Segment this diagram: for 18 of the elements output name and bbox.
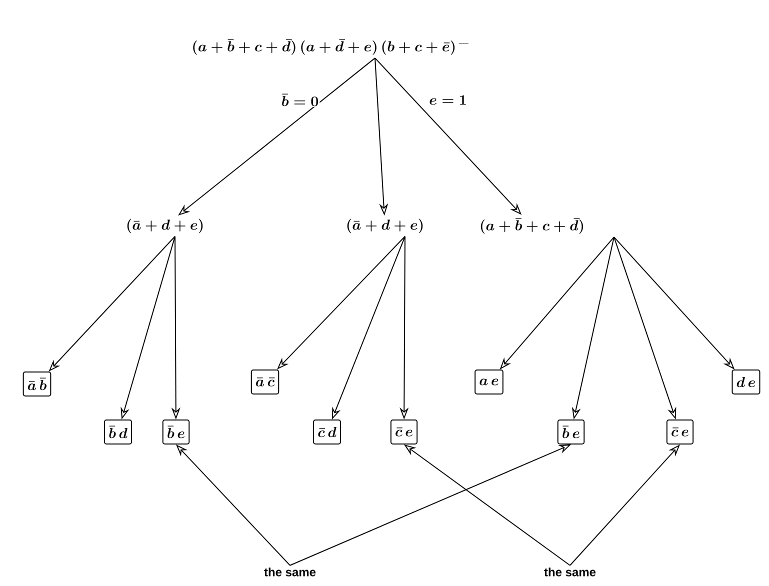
formula-text: $(\bar{a} + d + e)$	[127, 218, 203, 234]
edge-label: $\bar{b} = 0$	[280, 92, 320, 108]
term-box: $\bar{c}\,e$	[666, 420, 694, 444]
note-text: the same	[264, 568, 316, 576]
formula-text: $(\bar{a} + d + e)$	[347, 218, 423, 234]
formula-text: $(a + \bar{b} + c + \bar{d})\,(a + \bar{d} + e)\,(b + c + \bar{e})\,\overline{\phantom{x}}$	[193, 38, 468, 55]
term-box: $\bar{c}\,e$	[390, 420, 418, 444]
formula-text: $(a + \bar{b} + c + \bar{d})$	[480, 218, 584, 234]
term-box: $\bar{b}\,e$	[162, 420, 190, 444]
term-box: $\bar{b}\,e$	[557, 420, 585, 444]
term-box: $\bar{a}\,\bar{c}$	[250, 369, 280, 394]
term-box: $\bar{b}\,d$	[104, 420, 132, 444]
term-box: $\bar{a}\,\bar{b}$	[22, 371, 52, 396]
note-text: the same	[544, 568, 596, 576]
term-box: $\bar{c}\,d$	[313, 420, 341, 444]
edge-label: $e = 1$	[428, 94, 468, 106]
term-box: $d\,e$	[732, 369, 760, 394]
term-box: $a\,e$	[474, 369, 504, 394]
